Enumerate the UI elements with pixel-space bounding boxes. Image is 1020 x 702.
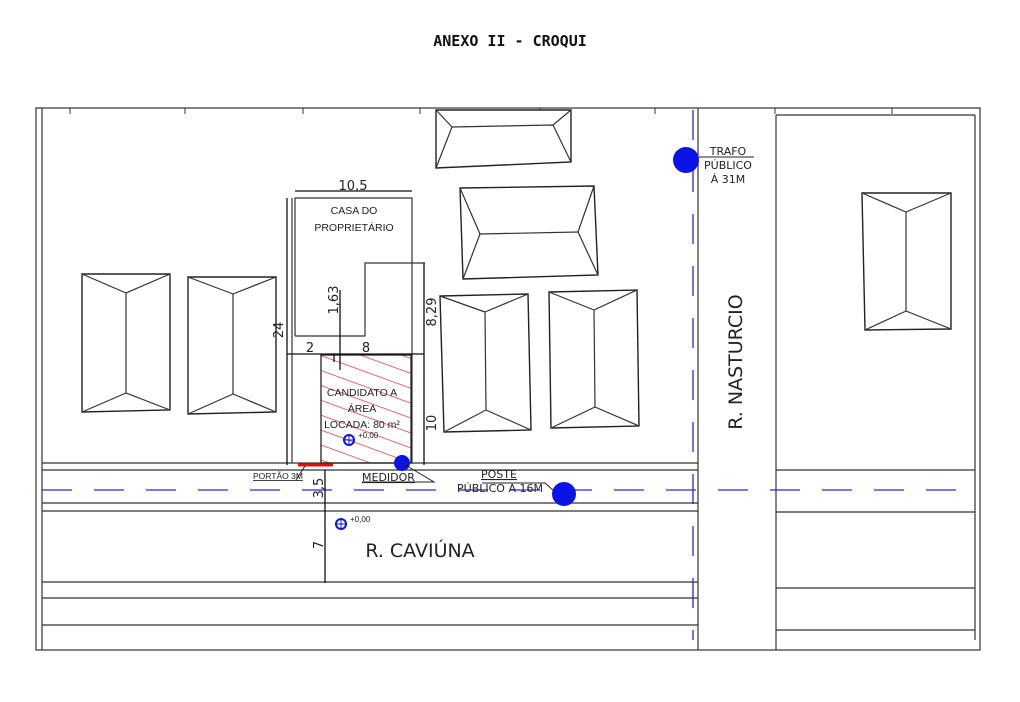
dim-area-depth: 10 [425,415,440,432]
dim-side-right: 8,29 [425,298,440,327]
candidate-area-label: LOCADA: 80 m² [324,419,400,431]
dim-street-width: 7 [312,541,327,549]
transformer-marker [673,147,699,173]
dimension-lines [286,190,425,583]
dim-area-width: 8 [362,341,370,356]
transformer-label: PÚBLICO [704,159,752,172]
owner-house-label: PROPRIETÁRIO [314,221,393,234]
svg-text:+0,00: +0,00 [350,515,371,524]
candidate-area [320,354,412,464]
street-name-caviuna: R. CAVIÚNA [365,538,474,562]
drawing-frame [35,107,981,651]
street-name-nasturcio: R. NASTURCIO [725,294,747,429]
house-roof [435,109,572,169]
dim-house-width: 10,5 [339,179,368,194]
house-roof [439,293,532,433]
candidate-area-label: CANDIDATO A [327,387,397,399]
level-mark: +0,00 [343,431,379,446]
dim-total-depth: 24 [272,322,287,339]
transformer-label: Á 31M [711,173,746,186]
house-roof [81,273,171,413]
candidate-area-label: ÁREA [348,402,377,415]
street-axis-lines [42,110,975,640]
neighbor-houses [81,109,952,433]
dim-sidewalk: 3,5 [312,478,327,499]
dim-offset-top: 1,63 [327,286,342,315]
pole-marker [552,482,576,506]
house-roof [459,185,599,280]
owner-house-label: CASA DO [331,205,378,217]
owner-house [291,197,425,463]
pole-label: PÚBLICO A 16M [457,482,543,495]
svg-text:+0,00: +0,00 [358,431,379,440]
dim-side-left: 2 [306,341,314,356]
level-mark: +0,00 [335,515,371,530]
house-roof [187,276,277,415]
page-title: ANEXO II - CROQUI [433,32,587,50]
pole-label: POSTE [481,468,517,481]
transformer-label: TRAFO [709,145,747,158]
house-roof [861,192,952,331]
meter-label: MEDIDOR [362,471,415,484]
house-roof [548,289,640,429]
gate-label: PORTÃO 3M [253,471,303,481]
